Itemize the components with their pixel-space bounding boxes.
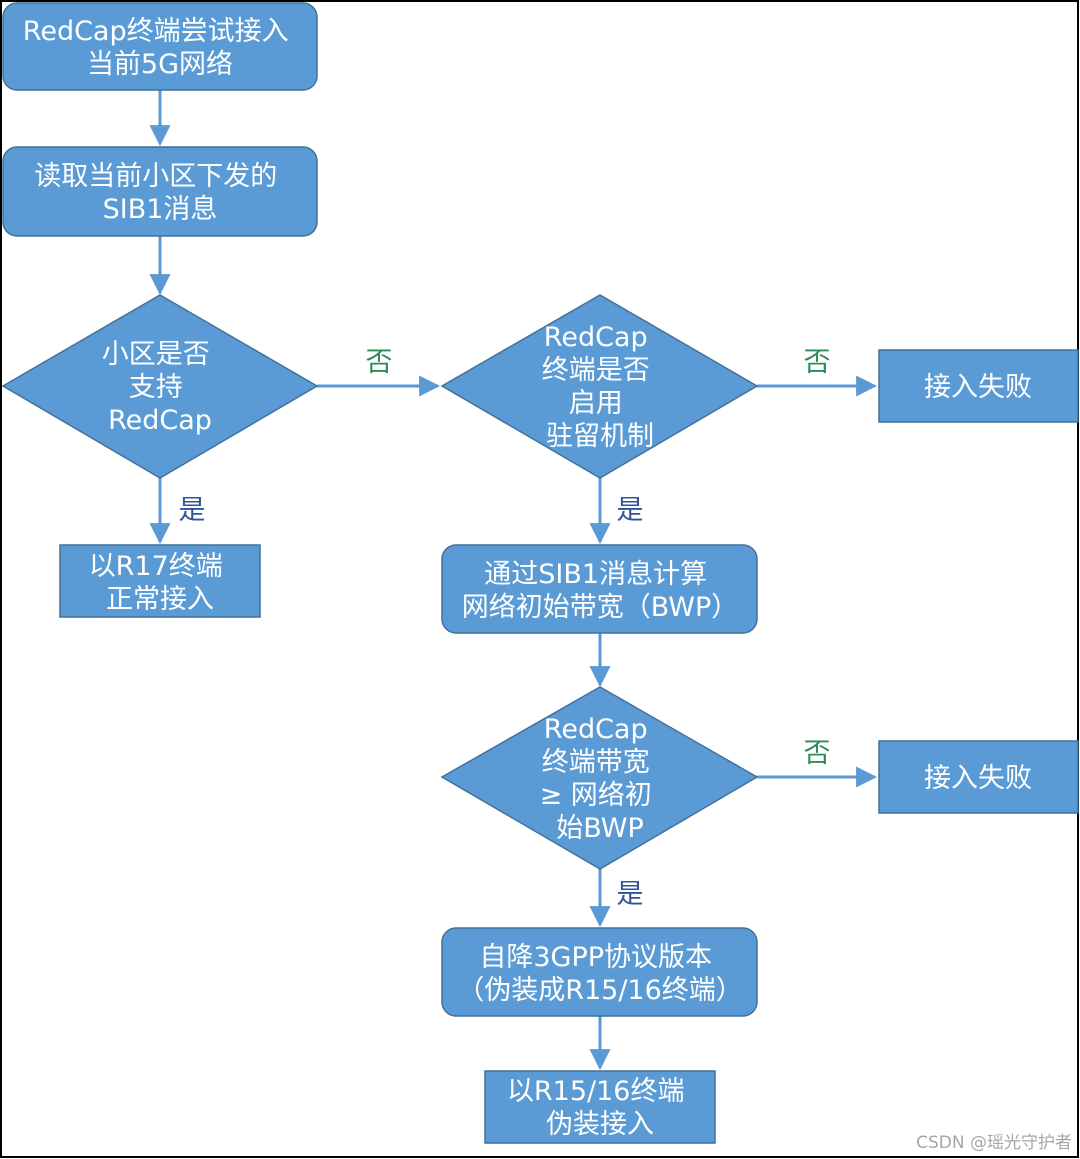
fail1-label: 接入失败 [924, 372, 1032, 403]
calc-bwp-label: 通过SIB1消息计算 网络初始带宽（BWP） [462, 559, 739, 623]
r17-access-box [59, 544, 261, 618]
bw-compare-label: RedCap 终端带宽 ≥ 网络初 始BWP [540, 714, 661, 844]
bw-compare-diamond [440, 686, 759, 870]
downgrade-box [441, 927, 758, 1017]
r17-access-label: 以R17终端 正常接入 [89, 551, 232, 615]
fake-access-box [484, 1070, 716, 1144]
fake-access-label: 以R15/16终端 伪装接入 [507, 1076, 693, 1140]
edge-label-support-no: 否 [366, 347, 393, 378]
fail1-box [878, 349, 1079, 423]
edge-label-bw-yes: 是 [617, 879, 644, 910]
read-sib1-box [2, 146, 318, 237]
watermark: CSDN @瑶光守护者 [916, 1133, 1072, 1153]
node-labels: RedCap终端尝试接入 当前5G网络 读取当前小区下发的 SIB1消息 小区是… [23, 16, 1032, 1140]
term-camp-diamond [440, 294, 759, 479]
cell-support-label: 小区是否 支持 RedCap [102, 339, 219, 436]
edge-label-support-yes: 是 [179, 495, 206, 526]
edge-label-bw-no: 否 [804, 738, 831, 769]
calc-bwp-box [441, 544, 758, 634]
read-sib1-label: 读取当前小区下发的 SIB1消息 [34, 161, 286, 225]
edge-label-camp-yes: 是 [617, 495, 644, 526]
fail2-label: 接入失败 [924, 763, 1032, 794]
start-box [2, 2, 318, 91]
fail2-box [878, 740, 1079, 814]
edges [149, 90, 878, 1071]
start-label: RedCap终端尝试接入 当前5G网络 [23, 16, 297, 80]
term-camp-label: RedCap 终端是否 启用 驻留机制 [542, 322, 659, 452]
edge-label-camp-no: 否 [804, 347, 831, 378]
edge-labels: 否 是 否 是 否 是 [179, 347, 831, 910]
downgrade-label: 自降3GPP协议版本 （伪装成R15/16终端） [457, 942, 743, 1006]
cell-support-diamond [1, 294, 319, 479]
